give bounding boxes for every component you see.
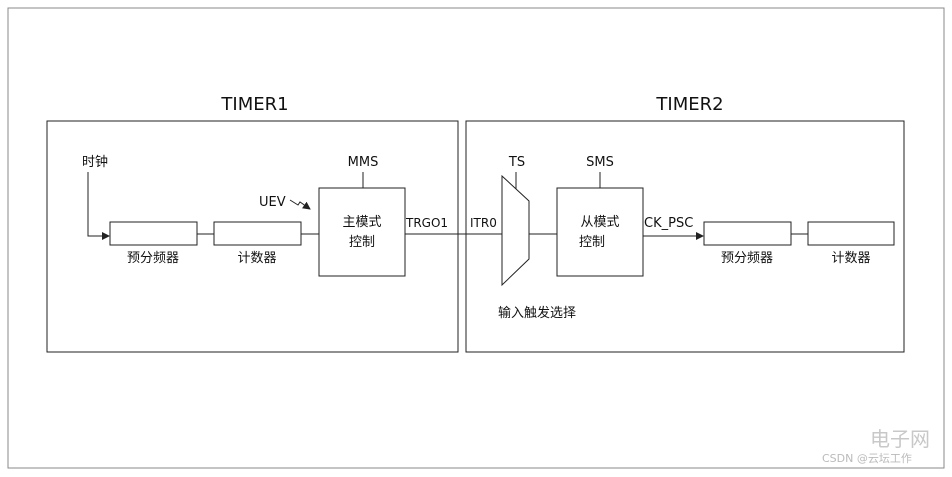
sms-label: SMS	[586, 155, 614, 170]
timer2-title: TIMER2	[655, 94, 723, 115]
ck-psc-label: CK_PSC	[644, 216, 693, 231]
slave-mode-control-block	[556, 187, 644, 277]
clock-wire	[87, 172, 110, 240]
uev-lightning-icon	[289, 199, 311, 210]
outer-frame	[7, 7, 945, 469]
slave-mode-line2: 控制	[579, 235, 605, 250]
trgo-label: TRGO1	[405, 216, 448, 230]
clock-label: 时钟	[82, 154, 108, 170]
timer1-prescaler-block	[109, 221, 198, 246]
input-trigger-mux	[501, 174, 530, 287]
uev-label: UEV	[259, 195, 286, 210]
timer2-counter-block	[807, 221, 895, 246]
watermark-sub: CSDN @云坛工作	[822, 452, 912, 465]
timer1-counter-label: 计数器	[237, 251, 276, 266]
mms-label: MMS	[348, 155, 379, 170]
input-trigger-label: 输入触发选择	[498, 305, 576, 321]
watermark-brand: 电子网	[870, 427, 930, 451]
master-mode-line1: 主模式	[342, 215, 381, 230]
timer1-prescaler-label: 预分频器	[127, 251, 179, 266]
slave-mode-line1: 从模式	[580, 215, 619, 230]
timer2-counter-label: 计数器	[831, 251, 870, 266]
timer1-counter-block	[213, 221, 302, 246]
timer1-title: TIMER1	[220, 94, 288, 115]
master-mode-line2: 控制	[349, 235, 375, 250]
timer2-prescaler-label: 预分频器	[721, 251, 773, 266]
master-mode-control-block	[318, 187, 406, 277]
ts-label: TS	[508, 155, 525, 170]
itr-label: ITR0	[470, 216, 497, 230]
timer2-prescaler-block	[703, 221, 792, 246]
